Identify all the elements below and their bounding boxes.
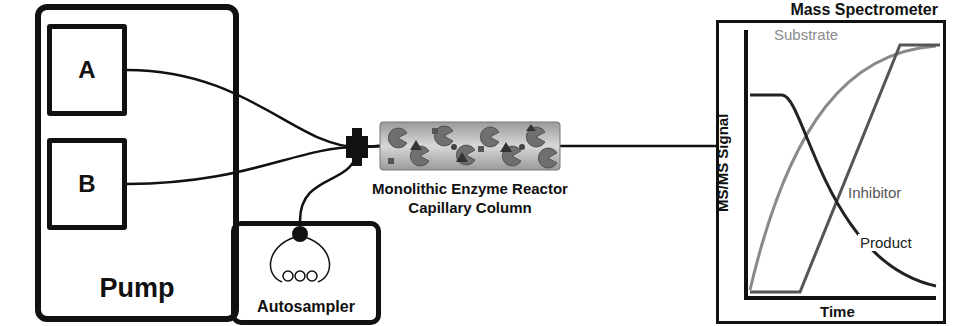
node-label: A xyxy=(52,29,122,111)
enzyme-reactor-column xyxy=(380,122,560,170)
reactor-column: Monolithic Enzyme Reactor Capillary Colu… xyxy=(380,122,560,170)
axis-label: MS/MS Signal xyxy=(714,112,731,214)
node-label: B xyxy=(52,143,122,225)
sample-loop xyxy=(270,226,329,282)
curve-label: Inhibitor xyxy=(846,184,903,201)
solvent-channel: B xyxy=(47,138,127,230)
mass-spectrometer: Mass Spectrometer xyxy=(716,0,946,324)
node-label: Pump xyxy=(41,273,233,304)
curve-label: Product xyxy=(858,234,914,251)
node-label: Autosampler xyxy=(236,298,376,316)
autosampler-box: Autosampler xyxy=(231,221,381,325)
tubing-line xyxy=(127,146,380,184)
tubing-line xyxy=(560,145,716,148)
node-label: Mass Spectrometer xyxy=(716,0,946,19)
signal-chart xyxy=(746,30,940,298)
node-label: Monolithic Enzyme Reactor Capillary Colu… xyxy=(350,180,590,218)
solvent-channel: A xyxy=(47,24,127,116)
axis-label: Time xyxy=(818,303,857,320)
tubing-line xyxy=(127,70,380,147)
curve-label: Substrate xyxy=(772,26,840,43)
ms-frame xyxy=(716,20,946,324)
pump-housing: Pump AB xyxy=(35,4,239,322)
tee-union xyxy=(346,128,368,166)
